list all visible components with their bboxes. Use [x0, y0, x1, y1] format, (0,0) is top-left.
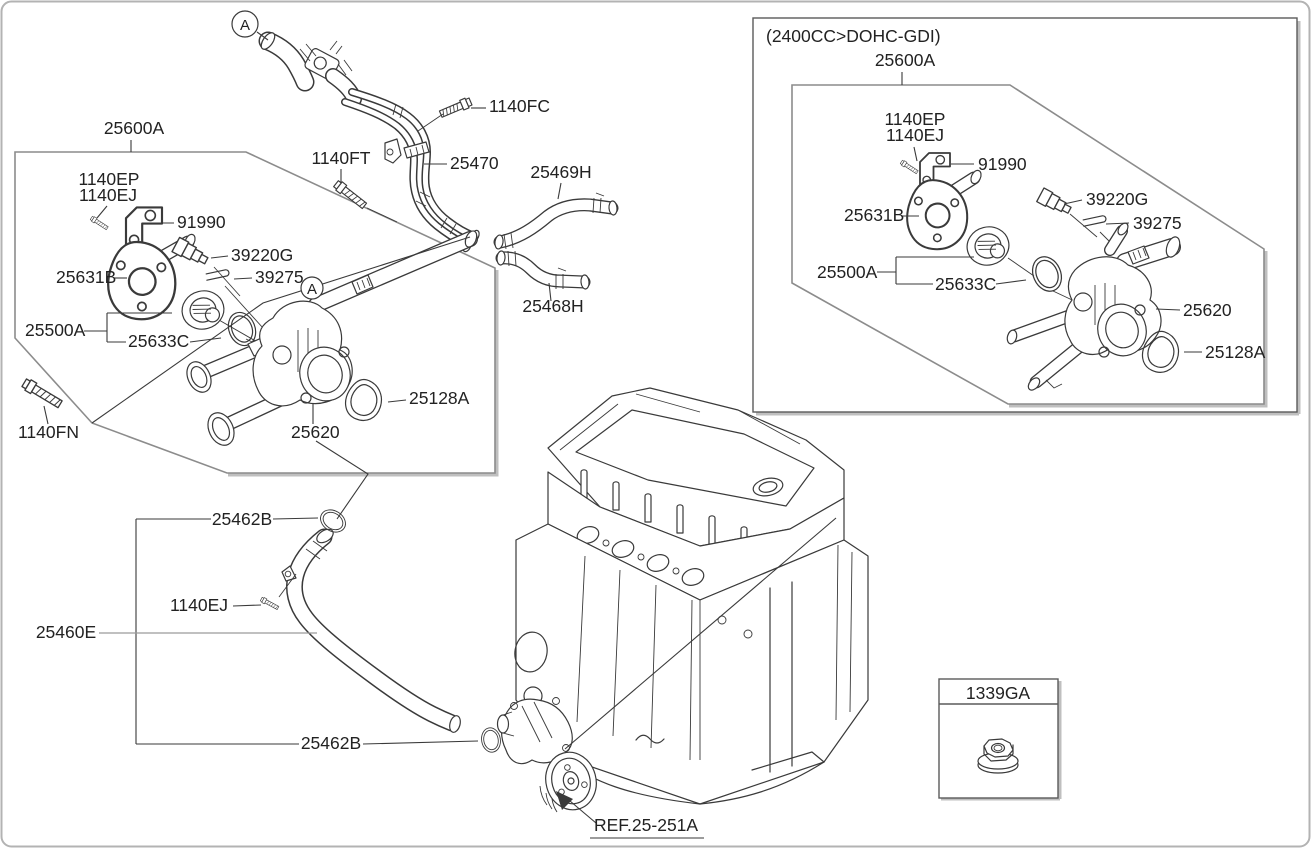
- main-group-box: [14, 151, 499, 477]
- part-label-39220g[interactable]: 39220G: [231, 245, 293, 265]
- inset-clip-39275-icon: [1082, 215, 1107, 227]
- part-label-25470[interactable]: 25470: [450, 153, 499, 173]
- hose-25468h-icon: [495, 250, 591, 290]
- part-label-1140ej-lower[interactable]: 1140EJ: [170, 595, 228, 615]
- marker-a-mid: A: [300, 276, 324, 300]
- gasket-25128a-icon: [344, 378, 382, 422]
- inset-label-39275[interactable]: 39275: [1133, 213, 1182, 233]
- bolt-1140fn-icon: [21, 378, 63, 409]
- inset-label-25633c[interactable]: 25633C: [935, 274, 996, 294]
- sensor-39220g-icon: [171, 236, 209, 265]
- inset-label-91990[interactable]: 91990: [978, 154, 1027, 174]
- part-label-25620[interactable]: 25620: [291, 422, 340, 442]
- hose-25469h-icon: [493, 192, 619, 250]
- bolt-1140ft-icon: [333, 180, 368, 210]
- inset-label-25600a[interactable]: 25600A: [875, 50, 936, 70]
- part-label-25462b-bottom[interactable]: 25462B: [301, 733, 361, 753]
- marker-a-leader: [91, 236, 471, 424]
- oring-25462b-bottom-icon: [481, 727, 501, 753]
- hardware-box: [938, 678, 1062, 801]
- inset-label-1140ej[interactable]: 1140EJ: [886, 125, 944, 145]
- inset-title: (2400CC>DOHC-GDI): [766, 26, 941, 46]
- part-label-1140fn[interactable]: 1140FN: [18, 422, 79, 442]
- main-parts: [21, 206, 478, 446]
- marker-a-top: A: [231, 10, 259, 38]
- fitting-25631b-icon: [107, 240, 177, 321]
- inset-sensor-39220g-icon: [1036, 187, 1072, 214]
- inset-parts: [899, 152, 1181, 391]
- inset-label-25500a[interactable]: 25500A: [817, 262, 878, 282]
- engine-illustration: [514, 387, 869, 805]
- part-label-25469h[interactable]: 25469H: [530, 162, 591, 182]
- inset-label-25620[interactable]: 25620: [1183, 300, 1232, 320]
- inset-oring-25633c-icon: [1031, 256, 1063, 292]
- part-label-25500a[interactable]: 25500A: [25, 320, 86, 340]
- flange-nut-icon: [977, 738, 1019, 774]
- clip-39275-icon: [205, 269, 230, 281]
- part-labels: 1140FC 25600A 1140FT 25470 25469H 25468H…: [18, 26, 1266, 835]
- ref-link-25-251a[interactable]: REF.25-251A: [594, 815, 698, 835]
- coolant-pipe-25460e: [281, 528, 461, 733]
- leader-lines: [43, 31, 1202, 745]
- part-label-25128a[interactable]: 25128A: [409, 388, 470, 408]
- inset-thermostat-icon: [966, 226, 1010, 266]
- bolt-1140ej-lower-icon: [259, 596, 280, 610]
- part-label-25460e[interactable]: 25460E: [36, 622, 96, 642]
- inset-gasket-25128a-icon: [1141, 330, 1180, 373]
- part-label-1140ej[interactable]: 1140EJ: [79, 185, 137, 205]
- ref-leader: [556, 517, 837, 839]
- part-label-25600a[interactable]: 25600A: [104, 118, 165, 138]
- part-label-1140ft[interactable]: 1140FT: [311, 148, 370, 168]
- part-label-91990[interactable]: 91990: [177, 212, 226, 232]
- part-label-25462b-top[interactable]: 25462B: [212, 509, 272, 529]
- housing-25620-icon: [186, 230, 478, 446]
- inset-housing-25620-icon: [1006, 222, 1181, 391]
- part-label-1140ep[interactable]: 1140EP: [79, 169, 140, 189]
- bolt-1140fc-icon: [438, 97, 473, 118]
- part-label-25631b[interactable]: 25631B: [56, 267, 116, 287]
- part-label-1140fc[interactable]: 1140FC: [489, 96, 550, 116]
- marker-a-mid-label: A: [307, 281, 317, 298]
- inset-fitting-25631b-icon: [906, 179, 969, 251]
- marker-a-top-label: A: [240, 17, 250, 34]
- inset-box: [752, 17, 1301, 416]
- inset-label-39220g[interactable]: 39220G: [1086, 189, 1148, 209]
- inset-label-25128a[interactable]: 25128A: [1205, 342, 1266, 362]
- thermostat-25500a-icon: [181, 290, 225, 330]
- part-label-39275[interactable]: 39275: [255, 267, 304, 287]
- oring-25462b-top-icon: [320, 509, 346, 533]
- part-label-25633c[interactable]: 25633C: [128, 331, 189, 351]
- part-label-25468h[interactable]: 25468H: [522, 296, 583, 316]
- inset-label-25631b[interactable]: 25631B: [844, 205, 904, 225]
- inset-label-1140ep[interactable]: 1140EP: [885, 109, 946, 129]
- hardware-label-1339ga[interactable]: 1339GA: [966, 683, 1031, 703]
